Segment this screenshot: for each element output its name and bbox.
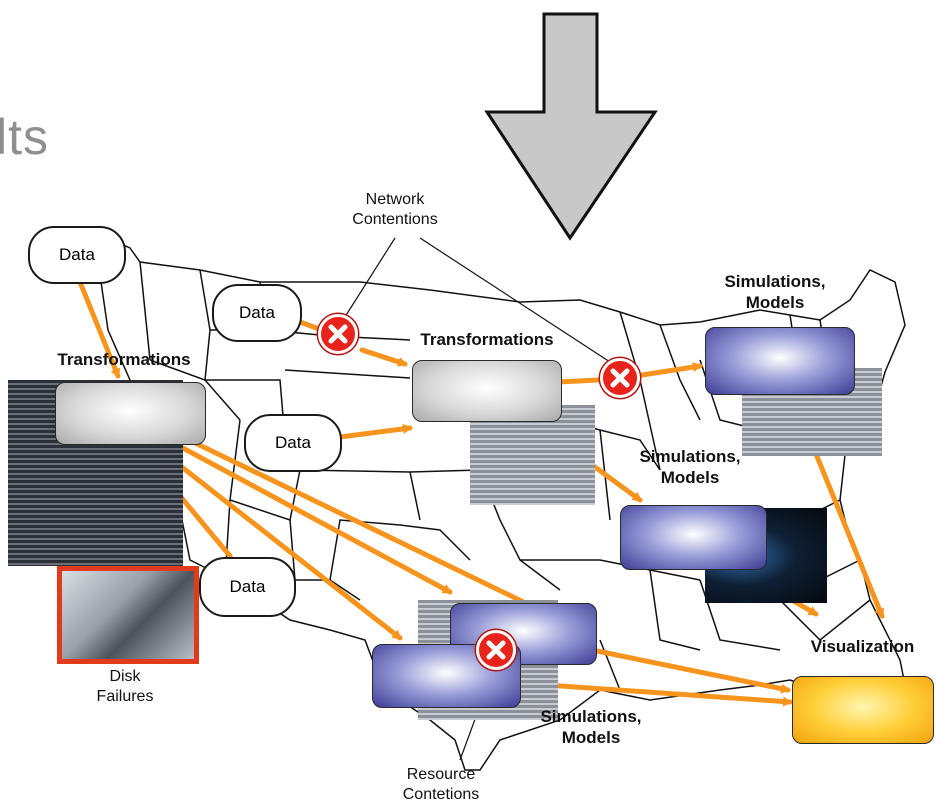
- simulations-box-top: [705, 327, 855, 395]
- simulations-box-mid: [620, 505, 767, 570]
- simulations-label-mid: Simulations, Models: [639, 447, 741, 488]
- visualization-box: [792, 676, 934, 744]
- failure-x-icon: [600, 358, 640, 398]
- transformations-box-center: [412, 360, 562, 422]
- visualization-label: Visualization: [810, 637, 915, 656]
- resource-contentions-label: Resource Contetions: [402, 766, 480, 803]
- data-bubble-south: Data: [199, 557, 296, 617]
- simulations-label-top: Simulations, Models: [724, 272, 826, 313]
- failure-x-icon: [318, 314, 358, 354]
- transformations-label-left: Transformations: [57, 350, 191, 369]
- data-bubble-top-left: Data: [28, 226, 126, 284]
- simulations-label-bottom: Simulations, Models: [540, 707, 642, 748]
- network-contentions-label: Network Contentions: [352, 191, 438, 228]
- down-arrow-icon: [484, 12, 658, 241]
- data-bubble-center: Data: [244, 414, 342, 472]
- hard-disk-icon: [57, 566, 199, 664]
- transformations-box-left: [55, 382, 206, 445]
- disk-failures-label: Disk Failures: [96, 668, 154, 705]
- title-fragment: lts: [0, 109, 49, 165]
- failure-x-icon: [476, 630, 516, 670]
- data-bubble-north: Data: [212, 284, 302, 342]
- transformations-label-center: Transformations: [420, 330, 554, 349]
